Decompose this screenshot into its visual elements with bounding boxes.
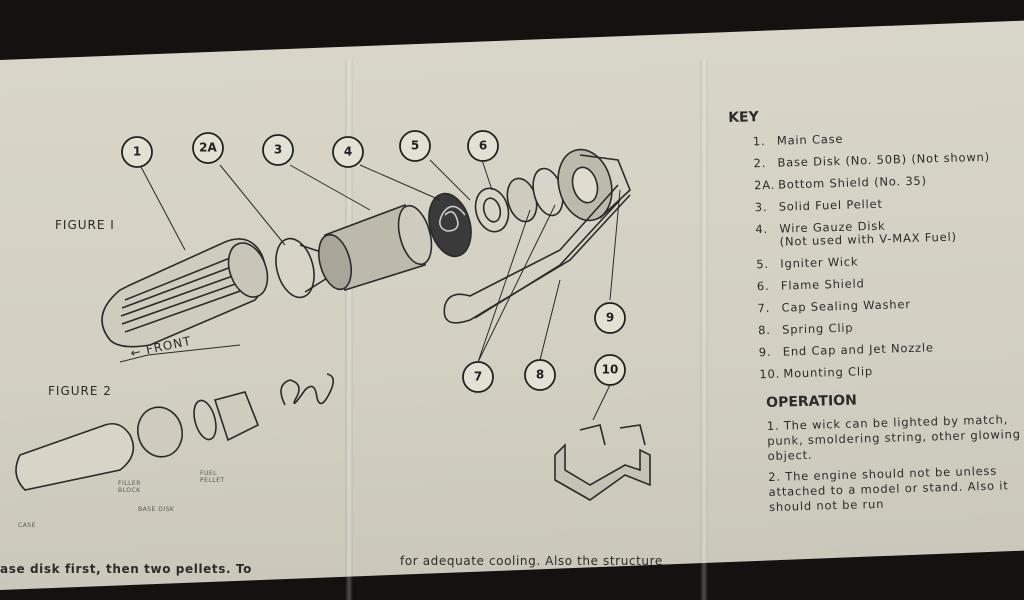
main-case-drawing (101, 238, 269, 348)
callout-circles (121, 130, 626, 393)
paper-fold-left (345, 60, 353, 600)
key-item: 7. Cap Sealing Washer (757, 295, 1024, 316)
key-item-text: Cap Sealing Washer (781, 296, 911, 315)
callout-7-text: 7 (474, 370, 482, 384)
key-item-number: 4. (755, 221, 769, 237)
callout-3 (262, 134, 294, 166)
fig2-case-label: CASE (18, 522, 36, 529)
exploded-diagram: 1 2A 3 4 5 6 7 8 9 10 (15, 130, 651, 501)
key-item: 2. Base Disk (No. 50B) (Not shown) (753, 150, 1024, 171)
callout-6 (467, 130, 499, 162)
figure1-label: FIGURE I (55, 218, 115, 232)
callout-7 (462, 361, 494, 393)
callout-9 (594, 302, 626, 334)
key-item-number: 2. (753, 155, 767, 171)
key-item: 5. Igniter Wick (756, 251, 1024, 272)
key-item: 9. End Cap and Jet Nozzle (758, 339, 1024, 360)
callout-1 (121, 136, 153, 168)
key-item: 1. Main Case (753, 128, 1024, 149)
key-item-text: Igniter Wick (780, 254, 859, 271)
key-item-number: 2A. (753, 177, 776, 193)
spring-clip-drawing (443, 184, 631, 324)
callout-5-text: 5 (411, 139, 419, 153)
callout-1-text: 1 (133, 145, 141, 159)
operation-title: OPERATION (765, 392, 858, 412)
key-item-text: Bottom Shield (No. 35) (777, 173, 928, 192)
key-item-number: 9. (758, 344, 772, 360)
callout-8 (524, 359, 556, 391)
callout-9-text: 9 (606, 311, 614, 325)
key-item-text: Flame Shield (780, 276, 865, 293)
key-item-text: Solid Fuel Pellet (778, 196, 883, 214)
flame-shield-drawing (474, 167, 564, 233)
callout-leaders (119, 159, 621, 421)
callout-2a (192, 132, 224, 164)
key-item-text: Main Case (776, 131, 844, 148)
callout-2a-text: 2A (199, 141, 217, 155)
operation-paragraph-2: 2. The engine should not be unless attac… (768, 463, 1009, 515)
key-item-text: End Cap and Jet Nozzle (782, 340, 934, 359)
figure2-drawing (15, 373, 335, 491)
paper-fold-right (700, 60, 708, 600)
key-item-number: 8. (757, 322, 771, 338)
callout-10-text: 10 (602, 363, 619, 377)
fuel-pellet-drawing (317, 203, 433, 291)
key-item-text: Base Disk (No. 50B) (Not shown) (777, 149, 991, 170)
key-item: 4. Wire Gauze Disk (Not used with V-MAX F… (755, 216, 1024, 250)
key-item: 2A.Bottom Shield (No. 35) (753, 172, 1024, 193)
callout-4-text: 4 (344, 145, 352, 159)
key-item-text: Spring Clip (781, 320, 854, 337)
callout-10 (594, 354, 626, 386)
key-item-text: Mounting Clip (783, 364, 874, 381)
key-item-number: 7. (757, 300, 771, 316)
key-item-number: 5. (756, 256, 770, 272)
bottom-text-middle: for adequate cooling. Also the structure (400, 554, 663, 568)
callout-8-text: 8 (536, 368, 544, 382)
key-item-number: 6. (756, 278, 770, 294)
gauze-disk-drawing (428, 192, 472, 258)
key-item-number: 10. (759, 366, 781, 382)
front-arrow-icon: ← (129, 344, 143, 361)
figure2-label: FIGURE 2 (48, 384, 112, 398)
fig2-fuel-pellet-label: FUEL PELLET (200, 470, 225, 484)
callout-3-text: 3 (274, 143, 282, 157)
bottom-text-left: ase disk first, then two pellets. To (0, 562, 252, 576)
key-item-text: Wire Gauze Disk (Not used with V-MAX Fue… (779, 218, 957, 249)
mounting-clip-drawing (554, 424, 651, 501)
key-item-number: 3. (754, 199, 768, 215)
key-item-number: 1. (752, 133, 766, 149)
key-item: 6. Flame Shield (756, 273, 1024, 294)
bottom-shield-drawing (275, 237, 333, 299)
key-item: 10.Mounting Clip (759, 361, 1024, 382)
operation-paragraph-1: 1. The wick can be lighted by match, pun… (766, 412, 1021, 464)
callout-5 (399, 130, 431, 162)
callout-6-text: 6 (479, 139, 487, 153)
end-cap-drawing (557, 148, 631, 222)
fig2-filler-block-label: FILLER BLOCK (118, 480, 141, 494)
callout-4 (332, 136, 364, 168)
key-list: 1. Main Case 2. Base Disk (No. 50B) (Not s… (729, 128, 1024, 382)
fig2-base-disk-label: BASE DISK (138, 506, 175, 513)
key-item: 8. Spring Clip (758, 317, 1024, 338)
right-panel: KEY 1.Main Case 2.Base Disk (No. 50B) (N… (728, 102, 1024, 522)
key-item: 3. Solid Fuel Pellet (755, 194, 1024, 215)
